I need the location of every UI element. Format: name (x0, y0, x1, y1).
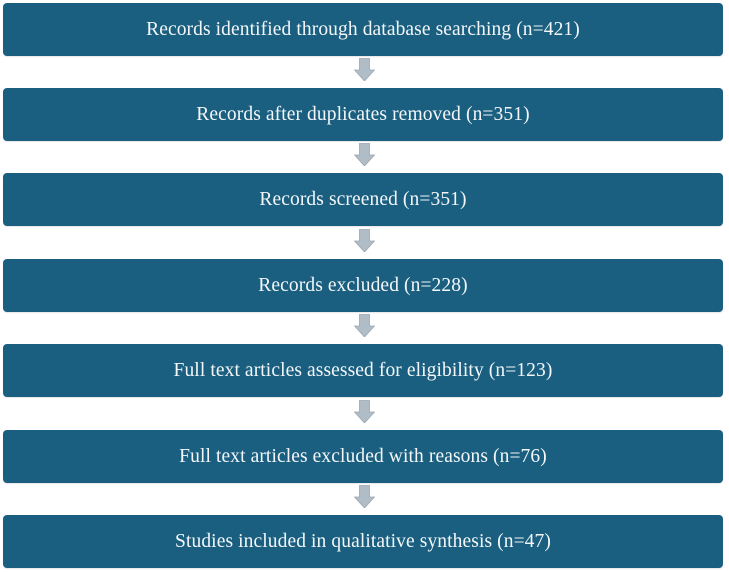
down-arrow-icon (354, 143, 375, 166)
flow-box-label: Records excluded (n=228) (258, 274, 468, 296)
down-arrow-icon (354, 400, 375, 423)
down-arrow-icon (354, 229, 375, 252)
flow-box-label: Studies included in qualitative synthesi… (175, 530, 551, 552)
flow-box-after-duplicates[interactable]: Records after duplicates removed (n=351) (3, 88, 723, 141)
flow-box-studies-included[interactable]: Studies included in qualitative synthesi… (3, 515, 723, 568)
flow-box-records-screened[interactable]: Records screened (n=351) (3, 173, 723, 226)
down-arrow-icon (354, 485, 375, 508)
flow-box-fulltext-excluded[interactable]: Full text articles excluded with reasons… (3, 430, 723, 483)
flow-box-records-excluded[interactable]: Records excluded (n=228) (3, 259, 723, 312)
flow-box-fulltext-assessed[interactable]: Full text articles assessed for eligibil… (3, 344, 723, 397)
down-arrow-icon (354, 314, 375, 337)
flow-box-label: Full text articles excluded with reasons… (179, 445, 547, 467)
flow-box-label: Records screened (n=351) (259, 188, 467, 210)
flow-box-label: Records after duplicates removed (n=351) (196, 103, 530, 125)
flow-box-records-identified[interactable]: Records identified through database sear… (3, 3, 723, 56)
flow-box-label: Records identified through database sear… (146, 18, 580, 40)
down-arrow-icon (354, 58, 375, 81)
flow-box-label: Full text articles assessed for eligibil… (173, 359, 553, 381)
